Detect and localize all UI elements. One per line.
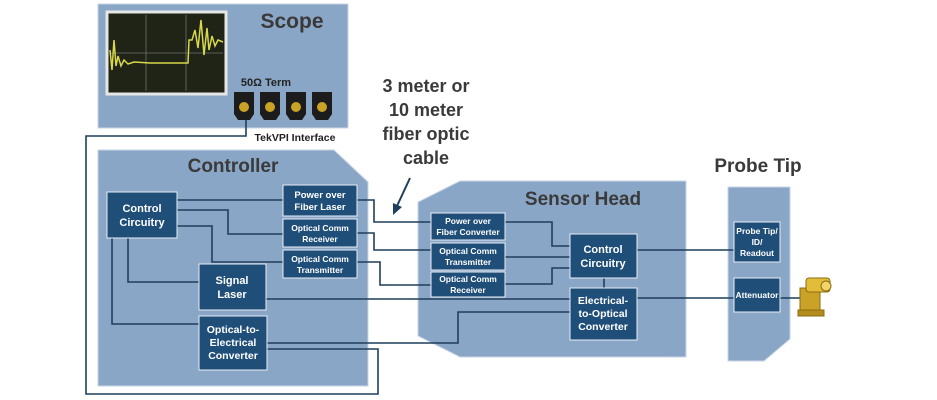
svg-text:Converter: Converter	[208, 350, 258, 362]
controller-optical-comm-receiver[interactable]: Optical Comm Receiver	[282, 218, 358, 248]
svg-text:Laser: Laser	[217, 289, 247, 301]
svg-text:Signal: Signal	[215, 275, 248, 287]
svg-text:ID/: ID/	[752, 237, 764, 247]
tekvpi-interface-label: TekVPI Interface	[255, 132, 336, 144]
wire-comm-tx-to-rx	[357, 232, 431, 251]
controller-o2e-converter[interactable]: Optical-to- Electrical Converter	[198, 315, 268, 371]
wire-cc-signal-laser	[127, 238, 199, 283]
probe-tip-title: Probe Tip	[714, 156, 801, 177]
wire-comm-rx-to-tx	[357, 261, 431, 286]
sensor-pof-converter[interactable]: Power over Fiber Converter	[430, 212, 506, 241]
controller-optical-comm-transmitter[interactable]: Optical Comm Transmitter	[282, 249, 358, 279]
sensor-optical-comm-receiver[interactable]: Optical Comm Receiver	[430, 271, 506, 298]
controller-control-circuitry[interactable]: Control Circuitry	[106, 191, 178, 239]
probe-tip-attenuator[interactable]: Attenuator	[733, 277, 781, 313]
wire-cc-oct	[177, 225, 283, 263]
svg-text:Control: Control	[583, 244, 622, 256]
svg-text:Control: Control	[122, 203, 161, 215]
svg-text:Optical Comm: Optical Comm	[439, 274, 497, 284]
svg-text:Transmitter: Transmitter	[297, 265, 344, 275]
svg-text:Optical Comm: Optical Comm	[439, 246, 497, 256]
cable-note-line-2: 10 meter	[389, 100, 463, 120]
bnc-connector-3[interactable]	[286, 92, 306, 120]
bnc-connector-4[interactable]	[312, 92, 332, 120]
scope-screen	[105, 10, 228, 96]
sensor-control-circuitry[interactable]: Control Circuitry	[569, 233, 638, 279]
wire-sh-pofc-cc	[505, 221, 570, 247]
svg-text:Probe Tip/: Probe Tip/	[736, 226, 778, 236]
wire-scope-loop	[85, 120, 379, 395]
scope-waveform	[109, 19, 224, 71]
cable-note-line-3: fiber optic	[382, 124, 469, 144]
scope-connectors[interactable]	[234, 92, 332, 120]
wire-pof-fiber	[357, 199, 431, 223]
svg-text:Attenuator: Attenuator	[736, 290, 780, 300]
sensor-optical-comm-transmitter[interactable]: Optical Comm Transmitter	[430, 242, 506, 271]
term-label: 50Ω Term	[241, 77, 291, 89]
cable-note-line-4: cable	[403, 148, 449, 168]
svg-text:Optical-to-: Optical-to-	[207, 324, 260, 336]
wire-sh-ocr-cc	[505, 267, 570, 285]
probe-tip-panel	[727, 186, 791, 362]
svg-text:to-Optical: to-Optical	[579, 308, 628, 320]
wire-cc-ocr	[177, 209, 283, 235]
wire-cc-o2e	[111, 238, 199, 325]
svg-text:Converter: Converter	[578, 321, 628, 333]
probe-tip-connector-icon[interactable]	[797, 277, 832, 317]
bnc-connector-1[interactable]	[234, 92, 254, 120]
bnc-connector-2[interactable]	[260, 92, 280, 120]
controller-pof-laser[interactable]: Power over Fiber Laser	[282, 184, 358, 217]
svg-text:Power over: Power over	[445, 216, 492, 226]
cable-note: 3 meter or 10 meter fiber optic cable	[382, 76, 470, 215]
wire-signal-return	[266, 311, 570, 344]
svg-text:Circuitry: Circuitry	[119, 217, 165, 229]
svg-text:Receiver: Receiver	[302, 234, 338, 244]
scope-unit: Scope 50Ω Term	[97, 3, 349, 144]
svg-text:Power over: Power over	[294, 190, 346, 201]
scope-title: Scope	[260, 10, 323, 33]
svg-text:Receiver: Receiver	[450, 285, 486, 295]
svg-text:Fiber Laser: Fiber Laser	[294, 202, 346, 213]
cable-pointer-arrow	[393, 177, 411, 215]
svg-text:Optical Comm: Optical Comm	[291, 223, 349, 233]
probe-tip-readout[interactable]: Probe Tip/ ID/ Readout	[733, 221, 781, 263]
sensor-e2o-converter[interactable]: Electrical- to-Optical Converter	[569, 287, 638, 341]
svg-text:Circuitry: Circuitry	[580, 258, 626, 270]
svg-text:Optical Comm: Optical Comm	[291, 254, 349, 264]
svg-text:Readout: Readout	[740, 248, 774, 258]
cable-note-line-1: 3 meter or	[382, 76, 469, 96]
svg-text:Electrical-: Electrical-	[578, 295, 629, 307]
sensor-head-title: Sensor Head	[525, 189, 641, 210]
svg-text:Electrical: Electrical	[210, 337, 257, 349]
connection-wires	[85, 120, 800, 395]
svg-text:Fiber Converter: Fiber Converter	[436, 227, 500, 237]
controller-title: Controller	[188, 156, 279, 177]
controller-signal-laser[interactable]: Signal Laser	[198, 263, 267, 311]
svg-text:Transmitter: Transmitter	[445, 257, 492, 267]
